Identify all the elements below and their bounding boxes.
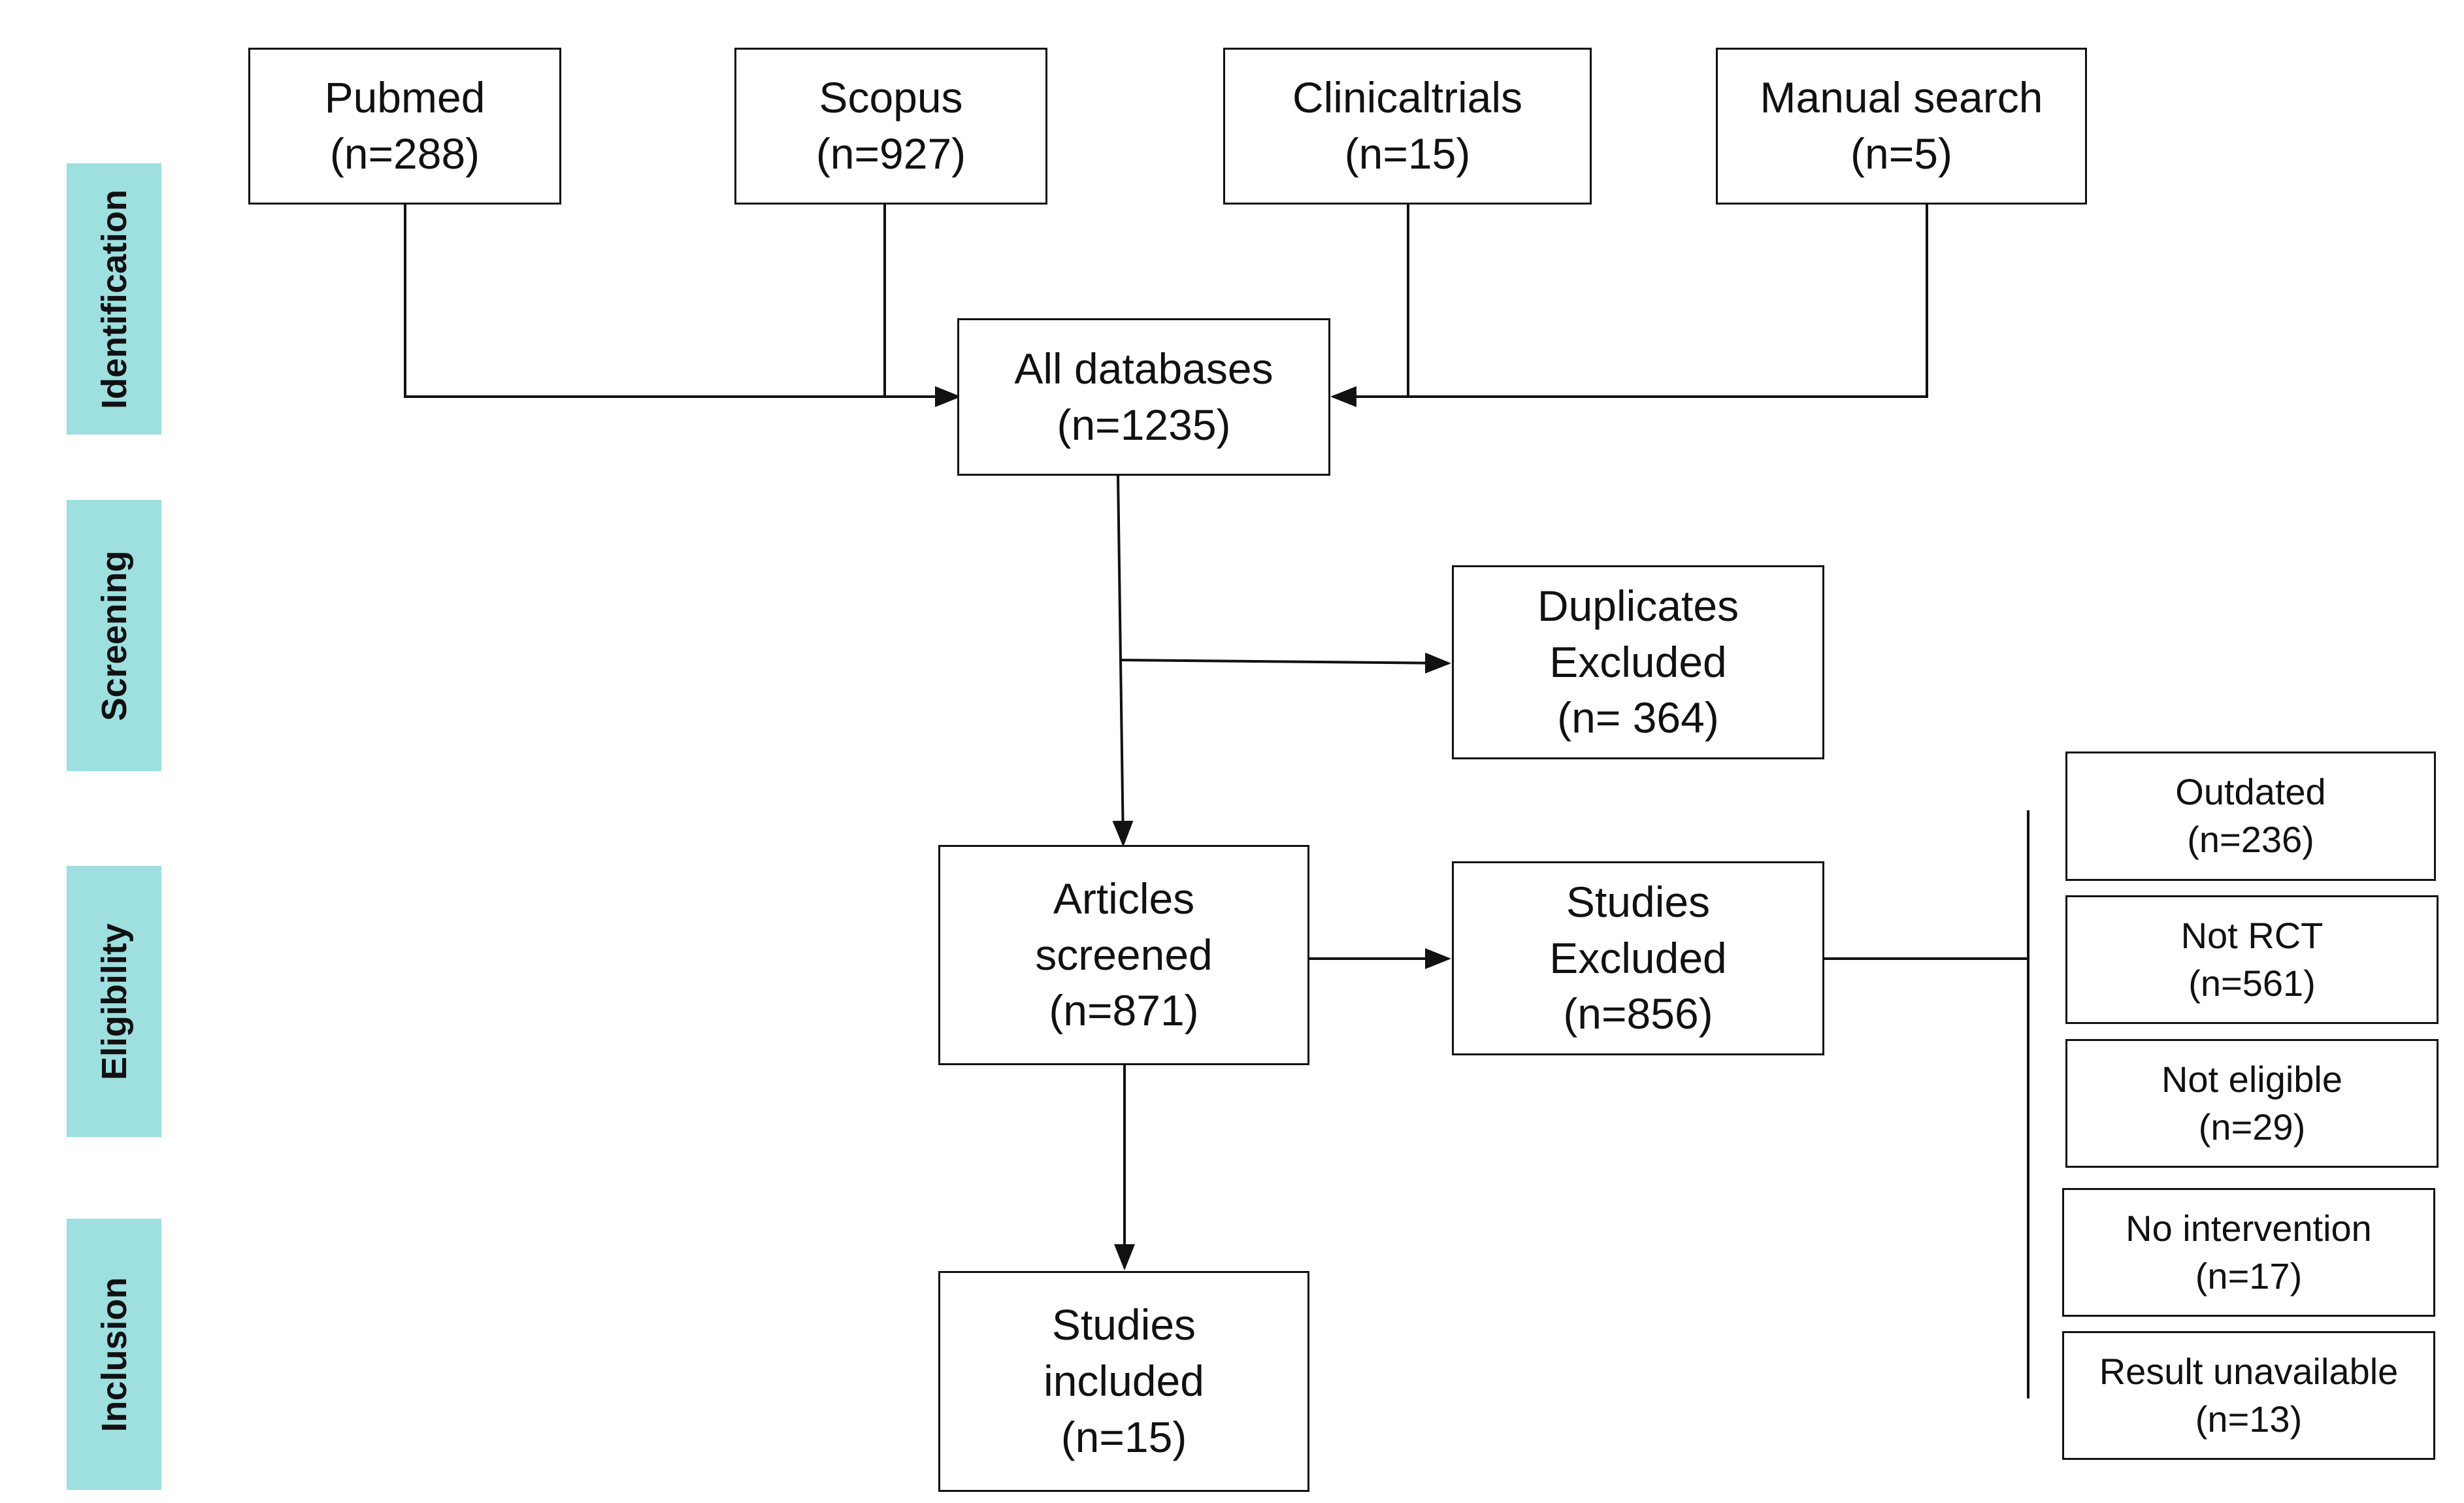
source-count-scopus: (n=927) <box>815 129 966 178</box>
phase-bar-eligibility: Eligibility <box>67 866 161 1137</box>
duplicates-excluded-box: Duplicates Excluded (n= 364) <box>1452 565 1824 759</box>
articles-screened-label-2: screened <box>1035 930 1213 979</box>
reason-label-outdated: Outdated <box>2175 771 2326 813</box>
reason-box-result-unavailable: Result unavailable (n=13) <box>2062 1331 2435 1460</box>
all-databases-box: All databases (n=1235) <box>957 318 1330 476</box>
reason-count-no-intervention: (n=17) <box>2195 1255 2303 1297</box>
source-name-clinicaltrials: Clinicaltrials <box>1292 73 1523 122</box>
source-count-clinicaltrials: (n=15) <box>1344 129 1471 178</box>
reason-box-outdated: Outdated (n=236) <box>2065 752 2436 881</box>
source-name-manual-search: Manual search <box>1760 73 2043 122</box>
reason-count-outdated: (n=236) <box>2187 819 2314 860</box>
reason-label-not-rct: Not RCT <box>2180 914 2324 956</box>
duplicates-label-2: Excluded <box>1549 637 1727 686</box>
reason-count-not-rct: (n=561) <box>2188 962 2316 1004</box>
all-databases-count: (n=1235) <box>1057 400 1231 449</box>
studies-excluded-box: Studies Excluded (n=856) <box>1452 861 1824 1055</box>
source-count-manual-search: (n=5) <box>1850 129 1952 178</box>
source-box-clinicaltrials: Clinicaltrials (n=15) <box>1223 48 1592 205</box>
reason-count-not-eligible: (n=29) <box>2198 1106 2306 1148</box>
studies-included-box: Studies included (n=15) <box>938 1271 1309 1492</box>
source-box-pubmed: Pubmed (n=288) <box>248 48 561 205</box>
source-count-pubmed: (n=288) <box>329 129 480 178</box>
reason-label-not-eligible: Not eligible <box>2161 1058 2343 1100</box>
connector-manual <box>1330 205 1928 407</box>
all-databases-label: All databases <box>1014 344 1273 393</box>
articles-screened-count: (n=871) <box>1049 986 1199 1035</box>
source-box-manual-search: Manual search (n=5) <box>1716 48 2087 205</box>
reason-count-result-unavailable: (n=13) <box>2195 1398 2303 1440</box>
studies-included-count: (n=15) <box>1060 1412 1187 1461</box>
source-name-pubmed: Pubmed <box>324 73 485 122</box>
studies-included-label-1: Studies <box>1051 1300 1196 1349</box>
connector-to-duplicates <box>1119 652 1451 674</box>
reason-label-result-unavailable: Result unavailable <box>2099 1350 2399 1392</box>
source-name-scopus: Scopus <box>819 73 963 122</box>
studies-included-label-2: included <box>1043 1357 1204 1406</box>
studies-excluded-label-2: Excluded <box>1549 933 1727 982</box>
reason-box-not-rct: Not RCT (n=561) <box>2065 895 2439 1024</box>
articles-screened-box: Articles screened (n=871) <box>938 845 1309 1065</box>
reason-box-not-eligible: Not eligible (n=29) <box>2065 1039 2439 1168</box>
connector-pubmed <box>404 205 961 407</box>
reason-box-no-intervention: No intervention (n=17) <box>2062 1188 2435 1317</box>
phase-bar-inclusion: Inclusion <box>67 1219 161 1490</box>
phase-bar-screening: Screening <box>67 500 161 771</box>
phase-bar-identification: Identification <box>67 163 161 435</box>
reason-label-no-intervention: No intervention <box>2126 1207 2372 1249</box>
duplicates-count: (n= 364) <box>1557 693 1719 742</box>
source-box-scopus: Scopus (n=927) <box>734 48 1047 205</box>
duplicates-label-1: Duplicates <box>1537 581 1739 630</box>
studies-excluded-count: (n=856) <box>1563 989 1713 1038</box>
studies-excluded-label-1: Studies <box>1566 877 1711 926</box>
articles-screened-label-1: Articles <box>1053 874 1195 923</box>
